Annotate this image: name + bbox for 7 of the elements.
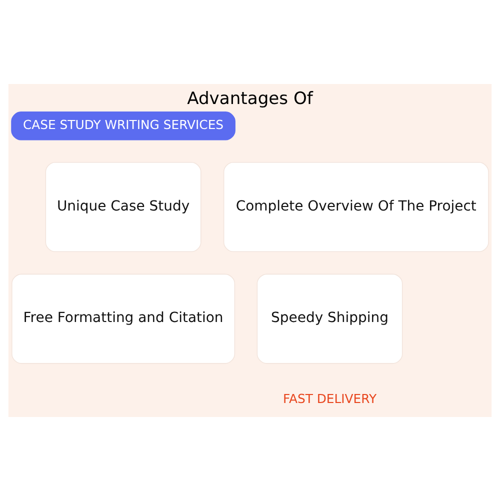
node-box: Speedy Shipping bbox=[256, 273, 403, 364]
label: FAST DELIVERY bbox=[282, 390, 377, 406]
node-box: Complete Overview Of The Project bbox=[223, 162, 489, 252]
node-box: Unique Case Study bbox=[45, 162, 202, 252]
diagram-title: Advantages Of bbox=[187, 88, 313, 108]
node-box: Free Formatting and Citation bbox=[12, 273, 236, 364]
node-box: CASE STUDY WRITING SERVICES bbox=[11, 111, 236, 140]
